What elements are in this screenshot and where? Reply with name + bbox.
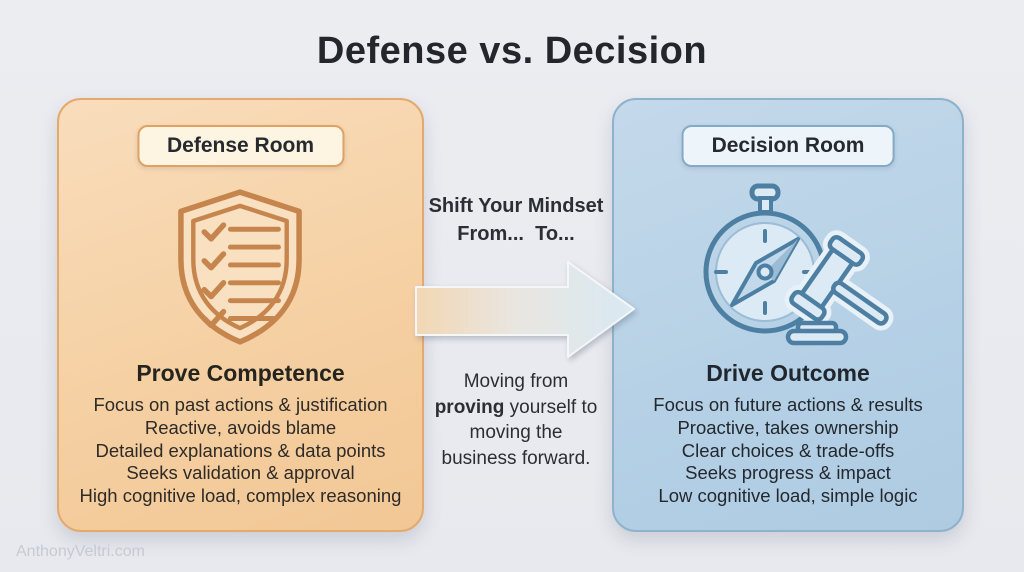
decision-heading: Drive Outcome: [706, 360, 870, 386]
defense-bullet-list: Focus on past actions & justification Re…: [59, 394, 422, 508]
defense-bullet: Reactive, avoids blame: [144, 416, 337, 438]
decision-bullet: Focus on future actions & results: [653, 394, 923, 415]
shift-line-2: From... To...: [457, 223, 575, 245]
shield-checklist-icon: [178, 189, 302, 345]
defense-room-panel: Defense Room Prove Competence Focus on p…: [57, 98, 424, 532]
decision-bullet-list: Focus on future actions & results Proact…: [614, 394, 962, 508]
defense-heading: Prove Competence: [136, 360, 345, 386]
moving-text: Moving from proving yourself to moving t…: [420, 369, 612, 471]
decision-bullet: Clear choices & trade-offs: [681, 439, 895, 461]
page-title: Defense vs. Decision: [316, 30, 708, 72]
moving-line-2: proving yourself to: [420, 395, 612, 421]
decision-bullet: Low cognitive load, simple logic: [658, 485, 918, 507]
moving-line-3: moving the: [469, 422, 563, 443]
right-arrow-icon: [415, 261, 635, 358]
watermark: AnthonyVeltri.com: [16, 543, 145, 560]
defense-bullet: Detailed explanations & data points: [95, 439, 386, 461]
decision-room-badge: Decision Room: [681, 125, 895, 167]
decision-room-panel: Decision Room: [612, 98, 964, 532]
defense-bullet: Seeks validation & approval: [126, 462, 355, 484]
defense-bullet: Focus on past actions & justification: [93, 394, 388, 415]
moving-line-4: business forward.: [441, 447, 591, 469]
moving-line-2-bold: proving: [434, 396, 505, 418]
defense-room-badge: Defense Room: [136, 125, 345, 167]
moving-line-1: Moving from: [463, 371, 569, 392]
shift-mindset-text: Shift Your Mindset From... To...: [420, 192, 612, 248]
defense-bullet: High cognitive load, complex reasoning: [79, 485, 402, 507]
shift-line-1: Shift Your Mindset: [428, 195, 604, 217]
compass-gavel-icon: [703, 183, 894, 346]
decision-bullet: Seeks progress & impact: [685, 462, 891, 484]
decision-bullet: Proactive, takes ownership: [677, 416, 899, 438]
moving-line-2-rest: yourself to: [504, 396, 598, 418]
